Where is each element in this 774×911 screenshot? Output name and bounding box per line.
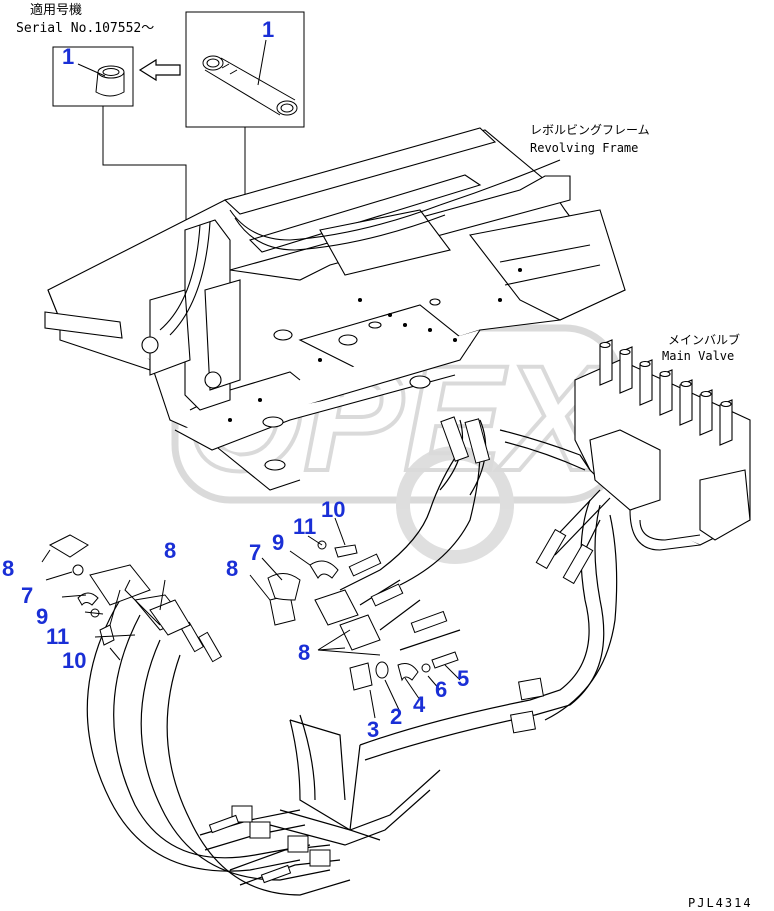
callout-1-bushing: 1: [62, 44, 74, 69]
callout-6: 6: [435, 677, 447, 702]
applicable-serial-jp: 適用号機: [30, 2, 82, 18]
frame-hoses: [159, 159, 561, 336]
main-valve-label-jp: メインバルブ: [668, 332, 740, 347]
callout-8-left-group: 8: [164, 538, 176, 563]
callout-1-pipe: 1: [262, 17, 274, 42]
split-flange-left: [48, 534, 89, 558]
small-parts-middle: [267, 540, 459, 691]
small-parts-left: [48, 534, 191, 646]
serial-number: Serial No.107552～: [16, 21, 154, 36]
callout-9-middle: 9: [272, 530, 284, 555]
callout-4: 4: [413, 692, 426, 717]
callout-leaders: [41, 517, 461, 719]
revolving-frame-label-en: Revolving Frame: [530, 141, 638, 155]
arrow-icon: [138, 58, 181, 82]
flange-half-left: [77, 592, 99, 606]
revolving-frame: [44, 127, 626, 491]
callout-11-left: 11: [46, 624, 69, 649]
callout-2: 2: [390, 704, 402, 729]
callout-8-middle: 8: [226, 556, 238, 581]
callout-9-left: 9: [36, 604, 48, 629]
callout-5: 5: [457, 666, 469, 691]
main-valve: [574, 339, 751, 551]
callout-8-middle-group: 8: [298, 640, 310, 665]
callouts: 1 1 10 11 9 7 8 8 8 7 9 11 10 8 5 6 4 2 …: [2, 17, 469, 742]
callout-10-middle: 10: [321, 497, 345, 522]
detail-box-pipe: [185, 11, 305, 128]
callout-3: 3: [367, 717, 379, 742]
callout-10-left: 10: [62, 648, 86, 673]
revolving-frame-label-jp: レボルビングフレーム: [530, 123, 650, 137]
callout-8-left-top: 8: [2, 556, 14, 581]
callout-7-left: 7: [21, 583, 33, 608]
callout-7-middle: 7: [249, 540, 261, 565]
drawing-code: PJL4314: [688, 896, 753, 910]
detail-box-bushing: [52, 46, 134, 107]
main-valve-label-en: Main Valve: [662, 349, 734, 363]
callout-11-middle: 11: [293, 514, 316, 539]
